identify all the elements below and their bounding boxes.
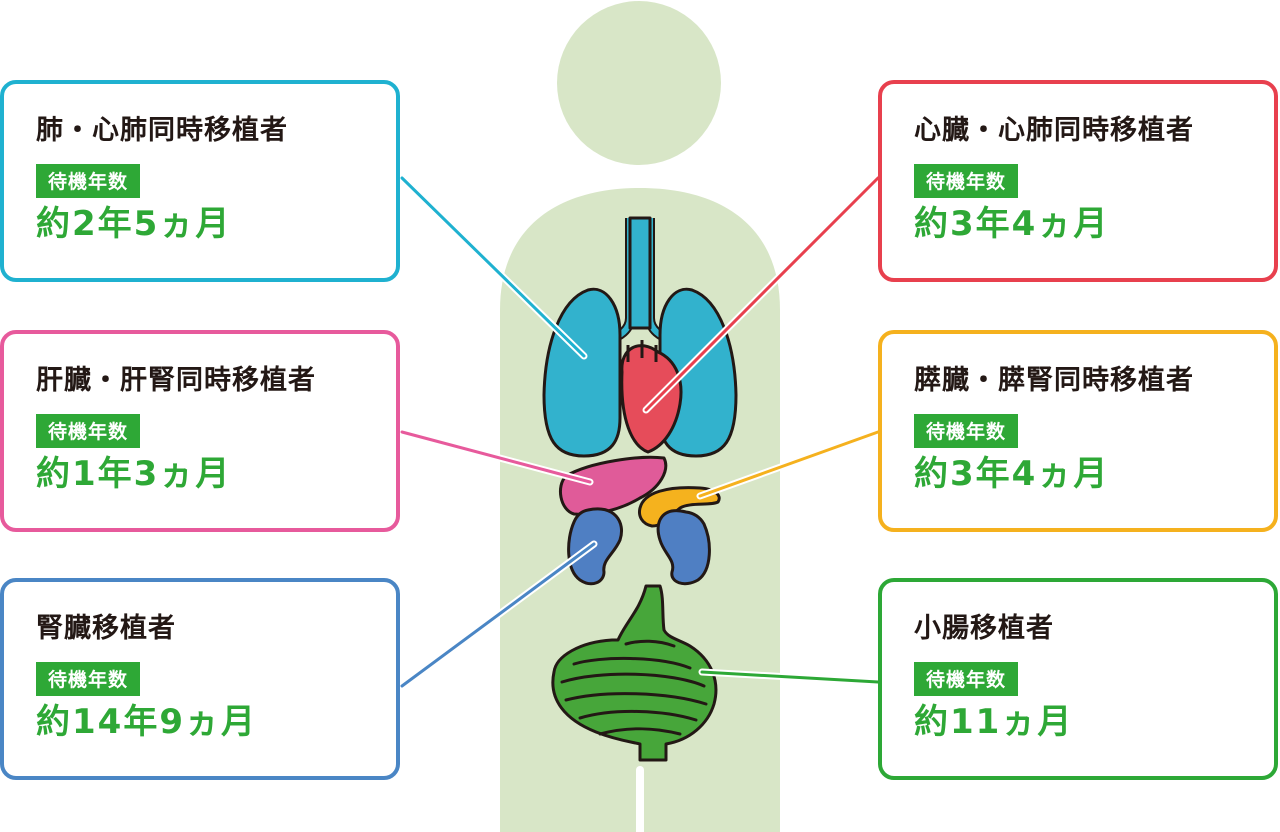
leader-line-heart [644, 176, 880, 412]
leader-line-pancreas [698, 430, 880, 498]
wait-value: 約1年3ヵ月 [36, 454, 232, 494]
card-title: 膵臓・膵腎同時移植者 [914, 365, 1194, 396]
organs [542, 216, 738, 762]
card-kidney: 腎臓移植者 待機年数 約14年9ヵ月 [0, 578, 400, 780]
card-title: 小腸移植者 [914, 613, 1054, 644]
card-heart: 心臓・心肺同時移植者 待機年数 約3年4ヵ月 [878, 80, 1278, 282]
card-liver: 肝臓・肝腎同時移植者 待機年数 約1年3ヵ月 [0, 330, 400, 532]
wait-badge: 待機年数 [914, 164, 1019, 198]
leader-line-liver [400, 430, 592, 484]
leader-line-lung [400, 176, 586, 358]
leader-line-kidney [400, 542, 596, 688]
wait-badge: 待機年数 [36, 662, 141, 696]
wait-value: 約3年4ヵ月 [914, 454, 1110, 494]
card-title: 腎臓移植者 [36, 613, 176, 644]
card-pancreas: 膵臓・膵腎同時移植者 待機年数 約3年4ヵ月 [878, 330, 1278, 532]
wait-value: 約11ヵ月 [914, 702, 1074, 742]
small-intestine-icon [551, 584, 718, 762]
wait-badge: 待機年数 [36, 414, 141, 448]
wait-value: 約3年4ヵ月 [914, 204, 1110, 244]
liver-icon [558, 455, 668, 516]
leader-line-intestine [700, 670, 880, 684]
heart-icon [620, 340, 683, 454]
wait-badge: 待機年数 [914, 414, 1019, 448]
wait-badge: 待機年数 [914, 662, 1019, 696]
card-title: 心臓・心肺同時移植者 [914, 115, 1194, 146]
leader-lines [398, 174, 882, 690]
head [557, 1, 721, 165]
wait-value: 約2年5ヵ月 [36, 204, 232, 244]
wait-badge: 待機年数 [36, 164, 141, 198]
card-title: 肝臓・肝腎同時移植者 [36, 365, 316, 396]
card-lung: 肺・心肺同時移植者 待機年数 約2年5ヵ月 [0, 80, 400, 282]
wait-value: 約14年9ヵ月 [36, 702, 257, 742]
card-title: 肺・心肺同時移植者 [36, 115, 288, 146]
card-small-intestine: 小腸移植者 待機年数 約11ヵ月 [878, 578, 1278, 780]
